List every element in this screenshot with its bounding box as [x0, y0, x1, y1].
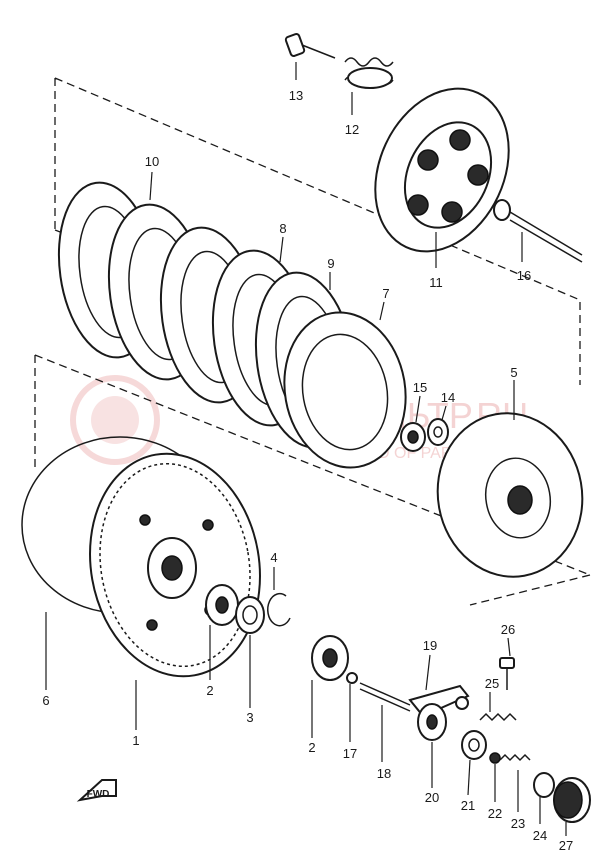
leader-lines [45, 62, 567, 836]
callout-17: 17 [343, 746, 357, 761]
fwd-arrow-icon: FWD [76, 779, 117, 802]
nut-22[interactable] [489, 752, 501, 764]
clutch-housing-1[interactable] [73, 440, 277, 690]
callout-8: 8 [279, 221, 286, 236]
pressure-plate-11[interactable] [350, 67, 534, 273]
nut-24[interactable] [533, 772, 555, 798]
callout-26: 26 [501, 622, 515, 637]
push-rod-18[interactable] [359, 682, 411, 712]
callout-1: 1 [132, 733, 139, 748]
circlip-4[interactable] [267, 592, 291, 627]
ball-17[interactable] [346, 672, 358, 684]
spacer-2b[interactable] [311, 635, 349, 681]
callout-4: 4 [270, 550, 277, 565]
cap-27[interactable] [553, 777, 591, 823]
callout-3: 3 [246, 710, 253, 725]
callout-6: 6 [42, 693, 49, 708]
callout-14: 14 [441, 390, 455, 405]
callout-11: 11 [429, 275, 443, 290]
callout-22: 22 [488, 806, 502, 821]
spacer-2a[interactable] [205, 584, 239, 626]
clutch-boss-5[interactable] [425, 402, 595, 589]
callout-2a: 2 [206, 683, 213, 698]
adjust-screw-23[interactable] [499, 753, 531, 762]
washer-21[interactable] [461, 730, 487, 760]
callout-13: 13 [289, 88, 303, 103]
callout-18: 18 [377, 766, 391, 781]
callout-25: 25 [485, 676, 499, 691]
callout-15: 15 [413, 380, 427, 395]
callout-19: 19 [423, 638, 437, 653]
push-rod-16[interactable] [493, 199, 583, 263]
callout-12: 12 [345, 122, 359, 137]
callout-27: 27 [559, 838, 573, 853]
bearing-15[interactable] [400, 422, 426, 452]
steel-plate-7[interactable] [272, 303, 417, 477]
bolt-13[interactable] [284, 33, 336, 59]
bearing-3[interactable] [235, 596, 265, 634]
callout-9: 9 [327, 256, 334, 271]
callout-5: 5 [510, 365, 517, 380]
release-screw-20[interactable] [417, 703, 447, 741]
callout-2b: 2 [308, 740, 315, 755]
washer-14[interactable] [427, 418, 449, 446]
fwd-label: FWD [87, 789, 110, 800]
spring-12[interactable] [344, 57, 394, 89]
callout-16: 16 [517, 268, 531, 283]
spring-25[interactable] [479, 712, 517, 722]
bolt-26[interactable] [499, 657, 515, 690]
callout-24: 24 [533, 828, 547, 843]
callouts: 13 12 10 8 9 7 11 16 15 14 5 4 6 1 2 3 2… [42, 88, 573, 853]
callout-23: 23 [511, 816, 525, 831]
callout-20: 20 [425, 790, 439, 805]
callout-7: 7 [382, 286, 389, 301]
callout-10: 10 [145, 154, 159, 169]
callout-21: 21 [461, 798, 475, 813]
